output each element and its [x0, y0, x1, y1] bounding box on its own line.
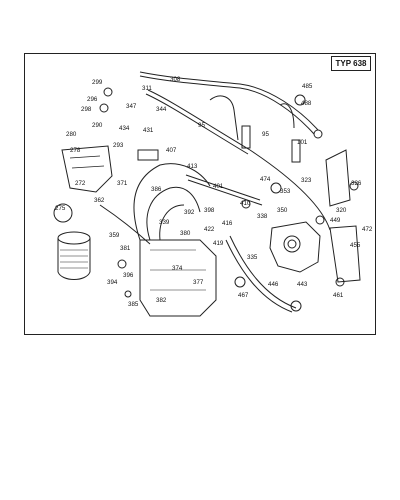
- callout: 272: [75, 180, 86, 187]
- bracket-323: [325, 149, 351, 207]
- return-line-359: [99, 204, 151, 245]
- callout: 419: [213, 240, 224, 247]
- callout: 396: [123, 272, 134, 279]
- callout: 371: [117, 180, 128, 187]
- callout: 394: [107, 279, 118, 286]
- filter-bracket: [61, 145, 113, 193]
- callout: 344: [156, 106, 167, 113]
- callout: 353: [280, 188, 291, 195]
- mount-bracket: [329, 225, 361, 283]
- injector-pipe-2: [146, 186, 201, 241]
- callout: 431: [143, 127, 154, 134]
- callout: 382: [156, 297, 167, 304]
- callout: 434: [119, 125, 130, 132]
- callout: 410: [240, 200, 251, 207]
- callout: 485: [302, 83, 313, 90]
- callout: 278: [70, 147, 81, 154]
- callout: 381: [120, 245, 131, 252]
- callout: 308: [170, 76, 181, 83]
- callout: 335: [247, 254, 258, 261]
- callout: 443: [297, 281, 308, 288]
- callout: 386: [151, 186, 162, 193]
- callout: 422: [204, 226, 215, 233]
- diagram-frame: [24, 53, 376, 335]
- callout: 416: [222, 220, 233, 227]
- callout: 461: [333, 292, 344, 299]
- callout: 326: [351, 180, 362, 187]
- fuel-line-344: [147, 89, 331, 231]
- feed-pump: [269, 221, 321, 273]
- rail-401: [185, 174, 263, 206]
- injection-pump: [139, 239, 217, 317]
- callout: 385: [128, 301, 139, 308]
- hose-95-left: [209, 95, 239, 141]
- callout: 95: [262, 131, 269, 138]
- callout: 298: [81, 106, 92, 113]
- callout: 293: [113, 142, 124, 149]
- callout: 449: [330, 217, 341, 224]
- injector-pipe-1: [133, 163, 211, 241]
- callout: 472: [362, 226, 373, 233]
- callout: 347: [126, 103, 137, 110]
- callout: 101: [297, 139, 308, 146]
- fuel-line-446: [225, 239, 293, 313]
- callout: 350: [277, 207, 288, 214]
- callout: 311: [142, 85, 152, 92]
- callout: 401: [213, 183, 224, 190]
- callout: 455: [350, 242, 361, 249]
- callout: 359: [109, 232, 120, 239]
- callout: 446: [268, 281, 279, 288]
- callout: 299: [92, 79, 103, 86]
- callout: 380: [180, 230, 191, 237]
- hose-95-right: [279, 103, 295, 129]
- callout: 290: [92, 122, 103, 129]
- callout: 339: [159, 219, 170, 226]
- callout: 488: [301, 100, 312, 107]
- callout: 413: [187, 163, 198, 170]
- callout: 320: [336, 207, 347, 214]
- callout: 280: [66, 131, 77, 138]
- type-label: TYP 638: [331, 56, 371, 71]
- callout: 377: [193, 279, 204, 286]
- fuel-filter: [57, 231, 91, 245]
- callout: 407: [166, 147, 177, 154]
- callout: 323: [301, 177, 312, 184]
- callout: 275: [55, 205, 66, 212]
- callout: 95: [198, 122, 205, 129]
- callout: 296: [87, 96, 98, 103]
- callout: 392: [184, 209, 195, 216]
- callout: 474: [260, 176, 271, 183]
- callout: 467: [238, 292, 249, 299]
- callout: 374: [172, 265, 183, 272]
- injector-pipe-3: [159, 204, 185, 241]
- callout: 338: [257, 213, 268, 220]
- callout: 362: [94, 197, 105, 204]
- fuel-line-308: [139, 71, 319, 131]
- callout-numbers: 308 299 311 485 296 347 344 488 298 290 …: [55, 76, 373, 308]
- callout: 398: [204, 207, 215, 214]
